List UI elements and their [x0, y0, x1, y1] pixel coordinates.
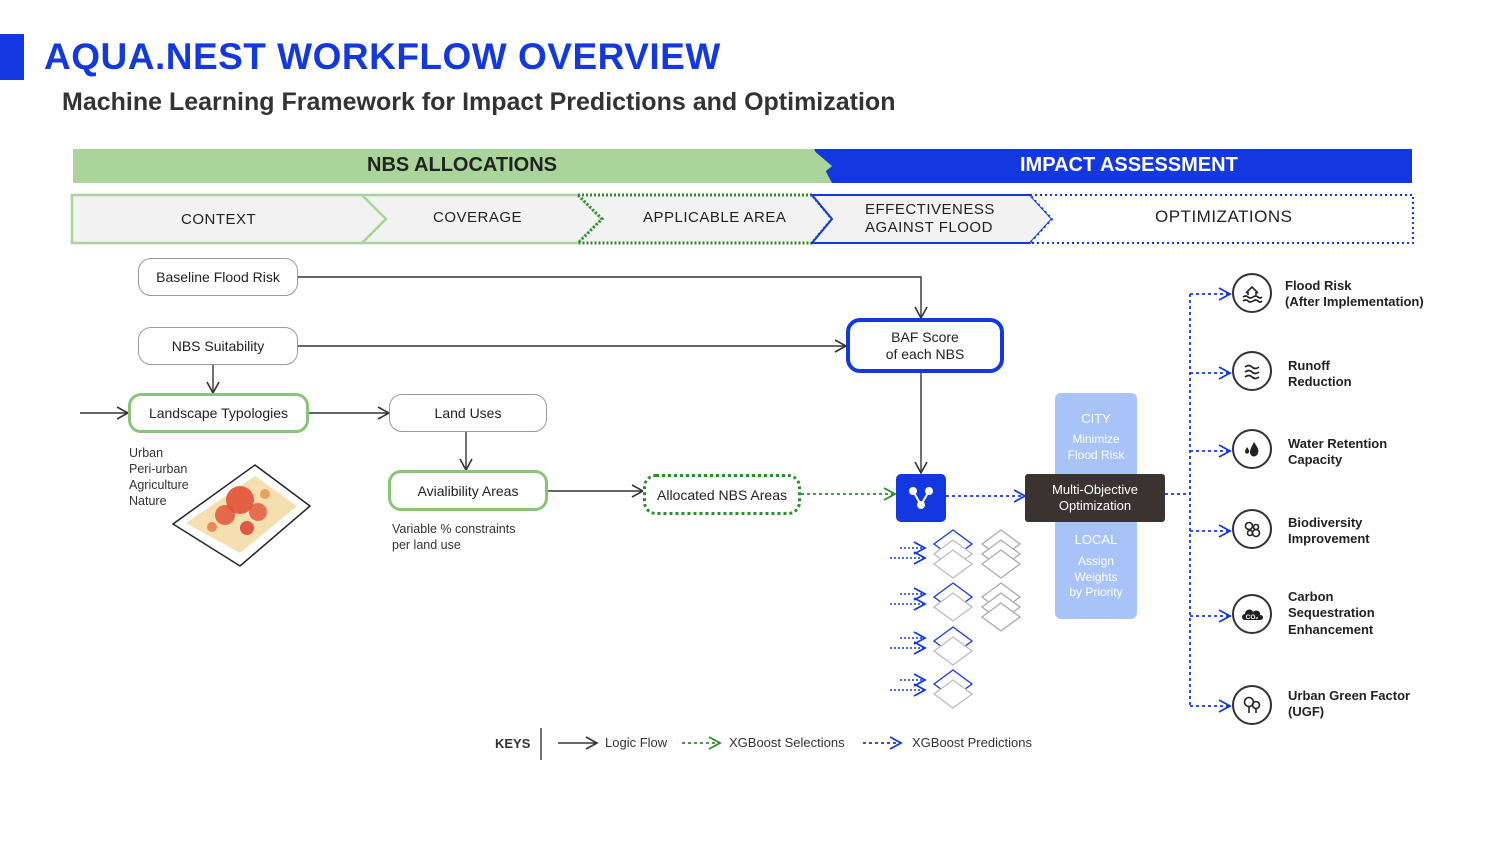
local-goal: Assign Weights by Priority	[1055, 554, 1137, 601]
node-baseline-flood-risk: Baseline Flood Risk	[138, 258, 298, 296]
typology-peri-urban: Peri-urban	[129, 462, 188, 476]
output-carbon-line1: Carbon	[1288, 589, 1334, 604]
key-logic-flow: Logic Flow	[605, 735, 668, 750]
output-flood-risk-line1: Flood Risk	[1285, 278, 1352, 293]
output-water-retention: Water Retention Capacity	[1288, 436, 1387, 469]
node-availability-areas: Avialibility Areas	[388, 470, 548, 511]
output-runoff-line1: Runoff	[1288, 358, 1330, 373]
impact-assessment-band	[814, 149, 1412, 183]
key-xgboost-selections: XGBoost Selections	[729, 735, 845, 750]
typology-agriculture: Agriculture	[129, 478, 189, 492]
co2-text: CO₂	[1246, 614, 1259, 621]
page-subtitle: Machine Learning Framework for Impact Pr…	[62, 88, 896, 116]
city-goal-line2: Flood Risk	[1067, 447, 1125, 462]
output-biodiversity-line2: Improvement	[1288, 531, 1370, 547]
typology-map-icon	[171, 464, 312, 567]
local-goal-line1: Assign	[1077, 554, 1115, 568]
output-carbon: Carbon Sequestration Enhancement	[1288, 589, 1375, 638]
city-goal: Minimize Flood Risk	[1055, 432, 1137, 463]
stage-effectiveness: EFFECTIVENESS AGAINST FLOOD	[865, 201, 995, 237]
baf-line1: BAF Score	[891, 328, 959, 345]
stage-context: CONTEXT	[181, 211, 257, 228]
stage-optimizations: OPTIMIZATIONS	[1155, 207, 1293, 226]
title-accent-bar	[0, 34, 24, 80]
city-goal-line1: Minimize	[1072, 432, 1120, 446]
output-ugf-line2: (UGF)	[1288, 704, 1325, 720]
output-ugf-line1: Urban Green Factor	[1288, 688, 1411, 703]
local-label: LOCAL	[1074, 532, 1118, 547]
layer-input-arrows	[890, 541, 927, 697]
output-biodiversity: Biodiversity Improvement	[1288, 515, 1370, 548]
typology-list: Urban Peri-urban Agriculture Nature	[129, 445, 189, 509]
water-drops-icon	[1232, 429, 1272, 469]
moo-line2: Optimization	[1058, 498, 1132, 513]
output-ugf: Urban Green Factor (UGF)	[1288, 688, 1410, 721]
constraints-line2: per land use	[392, 538, 461, 552]
stage-applicable-area: APPLICABLE AREA	[643, 209, 787, 226]
output-flood-risk: Flood Risk (After Implementation)	[1285, 278, 1424, 311]
co2-cloud-icon: CO₂	[1232, 594, 1272, 634]
local-goal-line3: by Priority	[1069, 585, 1123, 600]
output-water-retention-line1: Water Retention	[1288, 436, 1388, 451]
baf-line2: of each NBS	[885, 345, 965, 362]
local-goal-line2: Weights	[1074, 569, 1118, 584]
stage-optimizations-shape	[1027, 194, 1414, 244]
biodiversity-icon	[1232, 509, 1272, 549]
output-biodiversity-line1: Biodiversity	[1288, 515, 1363, 530]
node-allocated-nbs-areas: Allocated NBS Areas	[643, 474, 801, 515]
nbs-allocations-band	[73, 149, 833, 183]
trees-icon	[1232, 685, 1272, 725]
typology-nature: Nature	[129, 494, 167, 508]
runoff-icon	[1232, 351, 1272, 391]
moo-line1: Multi-Objective	[1052, 481, 1138, 497]
output-flood-risk-line2: (After Implementation)	[1285, 294, 1424, 310]
key-xgboost-predictions: XGBoost Predictions	[912, 735, 1032, 750]
node-land-uses: Land Uses	[389, 394, 547, 432]
keys-title: KEYS	[495, 736, 531, 751]
band-nbs-allocations: NBS ALLOCATIONS	[367, 154, 557, 176]
node-landscape-typologies: Landscape Typologies	[128, 393, 309, 433]
output-runoff-line2: Reduction	[1288, 374, 1352, 390]
data-layer-stacks	[932, 529, 1022, 709]
node-baf-score: BAF Score of each NBS	[846, 318, 1004, 373]
node-nbs-suitability: NBS Suitability	[138, 327, 298, 365]
stage-effectiveness-line1: EFFECTIVENESS	[865, 201, 995, 218]
city-label: CITY	[1081, 411, 1111, 426]
band-impact-assessment: IMPACT ASSESSMENT	[1020, 154, 1238, 176]
output-water-retention-line2: Capacity	[1288, 452, 1343, 468]
output-runoff: Runoff Reduction	[1288, 358, 1352, 391]
constraints-line1: Variable % constraints	[392, 522, 516, 536]
page-title: AQUA.NEST WORKFLOW OVERVIEW	[44, 36, 721, 77]
flood-wave-icon	[1232, 273, 1272, 313]
model-network-icon	[909, 487, 933, 509]
output-carbon-line3: Enhancement	[1288, 621, 1374, 637]
xgboost-model-box	[896, 474, 946, 522]
node-multi-objective-optimization: Multi-Objective Optimization	[1025, 474, 1165, 522]
constraints-note: Variable % constraints per land use	[392, 521, 515, 553]
stage-effectiveness-line2: AGAINST FLOOD	[865, 219, 993, 236]
stage-coverage: COVERAGE	[433, 209, 523, 226]
output-carbon-line2: Sequestration	[1288, 605, 1375, 621]
typology-urban: Urban	[129, 446, 164, 460]
